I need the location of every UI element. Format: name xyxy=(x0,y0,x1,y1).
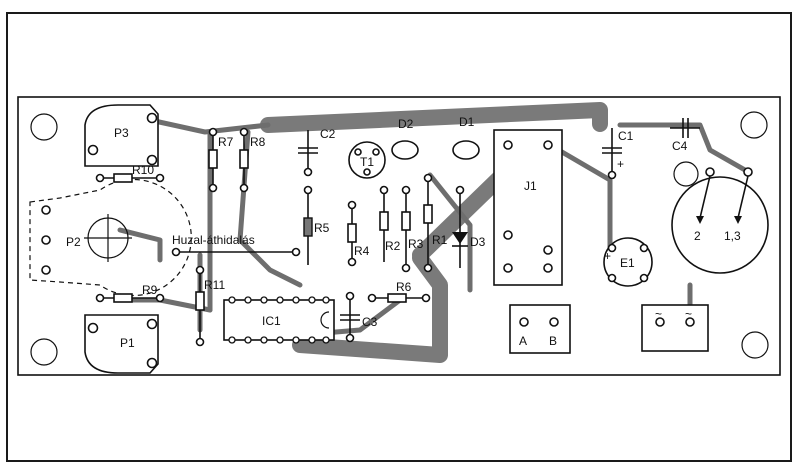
label-e1: E1 xyxy=(620,256,635,270)
label-d1: D1 xyxy=(459,115,475,129)
label-r5: R5 xyxy=(314,221,330,235)
label-j1: J1 xyxy=(524,179,537,193)
label-speaker-13: 1,3 xyxy=(724,229,741,243)
capacitor-c3: C3 xyxy=(340,291,378,343)
label-p2: P2 xyxy=(66,235,81,249)
label-ic1: IC1 xyxy=(262,314,281,328)
terminal-power: ~ ~ xyxy=(641,304,709,352)
label-r10: R10 xyxy=(132,163,154,177)
capacitor-c1: C1 + xyxy=(602,128,634,180)
label-b: B xyxy=(549,334,557,348)
label-d3: D3 xyxy=(470,235,486,249)
led-d1: D1 xyxy=(452,115,480,160)
label-r7: R7 xyxy=(218,135,234,149)
label-r8: R8 xyxy=(250,135,266,149)
capacitor-c4: C4 xyxy=(670,118,700,153)
label-t1: T1 xyxy=(360,155,374,169)
label-speaker-2: 2 xyxy=(694,229,701,243)
resistor-r9: R9 xyxy=(95,283,165,303)
resistor-r3: R3 xyxy=(401,185,424,273)
resistor-r5: R5 xyxy=(303,185,330,265)
label-c1-plus: + xyxy=(617,157,624,171)
label-bridge: Huzal-áthidalás xyxy=(172,233,255,247)
resistor-r8: R8 xyxy=(239,127,266,193)
terminal-ab: A B xyxy=(509,304,571,354)
transistor-t1: T1 xyxy=(348,141,386,179)
resistor-r4: R4 xyxy=(347,200,370,267)
label-r2: R2 xyxy=(385,239,401,253)
resistor-r10: R10 xyxy=(95,163,165,183)
trimmer-p1: P1 xyxy=(84,314,159,374)
mount-hole-tr xyxy=(740,111,768,139)
label-c1: C1 xyxy=(618,129,634,143)
label-c4: C4 xyxy=(672,139,688,153)
label-r9: R9 xyxy=(142,283,158,297)
resistor-r2: R2 xyxy=(379,185,401,262)
label-r4: R4 xyxy=(354,244,370,258)
connector-speaker: 2 1,3 xyxy=(671,167,769,274)
mount-hole-bl xyxy=(30,338,58,366)
label-r3: R3 xyxy=(408,237,424,251)
diode-d3: D3 xyxy=(452,185,486,268)
diagram-frame xyxy=(6,12,792,462)
label-tilde-2: ~ xyxy=(685,307,692,321)
relay-j1: J1 xyxy=(493,129,563,286)
label-r1: R1 xyxy=(432,233,448,247)
mount-hole-br xyxy=(741,331,769,359)
resistor-r11: R11 xyxy=(195,265,225,347)
label-d2: D2 xyxy=(398,117,414,131)
mount-hole-r2 xyxy=(673,161,699,187)
rectifier-e1: E1 + xyxy=(603,237,653,287)
label-p3: P3 xyxy=(114,126,129,140)
label-c2: C2 xyxy=(320,127,336,141)
label-c3: C3 xyxy=(362,315,378,329)
led-d2: D2 xyxy=(391,117,419,160)
ic-ic1: IC1 xyxy=(223,296,335,344)
wire-bridge: Huzal-áthidalás xyxy=(171,233,301,257)
label-p1: P1 xyxy=(120,336,135,350)
label-tilde-1: ~ xyxy=(655,307,662,321)
label-a: A xyxy=(519,334,527,348)
label-r6: R6 xyxy=(396,280,412,294)
resistor-r1: R1 xyxy=(423,173,448,273)
resistor-r7: R7 xyxy=(208,127,234,193)
label-e1-plus: + xyxy=(604,249,611,263)
resistor-r6: R6 xyxy=(367,280,431,303)
label-r11: R11 xyxy=(204,278,225,292)
capacitor-c2: C2 xyxy=(298,127,336,177)
trimmer-p3: P3 xyxy=(84,104,159,167)
mount-hole-tl xyxy=(30,113,58,141)
